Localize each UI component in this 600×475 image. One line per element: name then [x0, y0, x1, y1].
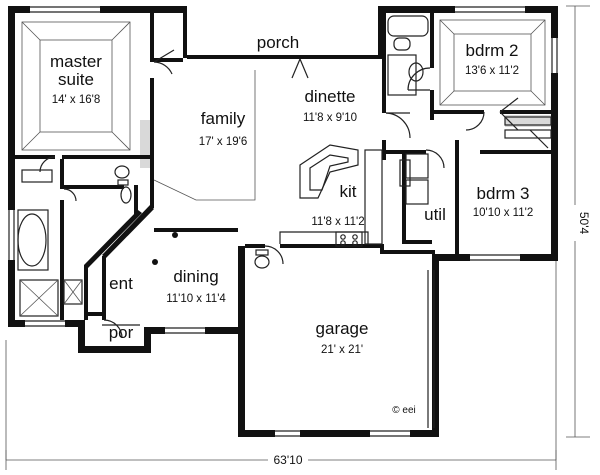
bdrm2-size: 13'6 x 11'2	[465, 65, 519, 77]
ent-label: ent	[109, 274, 133, 293]
door-swings	[39, 49, 549, 339]
overall-width: 63'10	[274, 453, 303, 467]
interior-walls	[15, 13, 551, 320]
detail-lines	[17, 15, 552, 428]
dinette-label: dinette	[304, 87, 355, 106]
porch-label: porch	[257, 33, 300, 52]
bdrm2-label: bdrm 2	[466, 41, 519, 60]
util-label: util	[424, 205, 446, 224]
credit-mark: © eei	[392, 405, 416, 416]
family-size: 17' x 19'6	[199, 136, 248, 148]
dining-label: dining	[173, 267, 218, 286]
por-label: por	[109, 323, 134, 342]
kit-size: 11'8 x 11'2	[311, 216, 364, 228]
bdrm3-size: 10'10 x 11'2	[473, 207, 533, 219]
master-size: 14' x 16'8	[52, 94, 101, 106]
family-label: family	[201, 109, 246, 128]
dinette-size: 11'8 x 9'10	[303, 112, 357, 124]
master-label-line1: master	[50, 52, 102, 71]
bdrm3-label: bdrm 3	[477, 184, 530, 203]
windows	[7, 5, 559, 438]
dining-size: 11'10 x 11'4	[166, 293, 226, 305]
overall-dimensions: 63'10 50'4	[268, 205, 591, 467]
overall-depth: 50'4	[577, 212, 591, 235]
garage-size: 21' x 21'	[321, 344, 363, 356]
kit-label: kit	[340, 182, 357, 201]
garage-label: garage	[316, 319, 369, 338]
room-labels: porch master suite 14' x 16'8 family 17'…	[50, 33, 533, 416]
master-label-line2: suite	[58, 70, 94, 89]
